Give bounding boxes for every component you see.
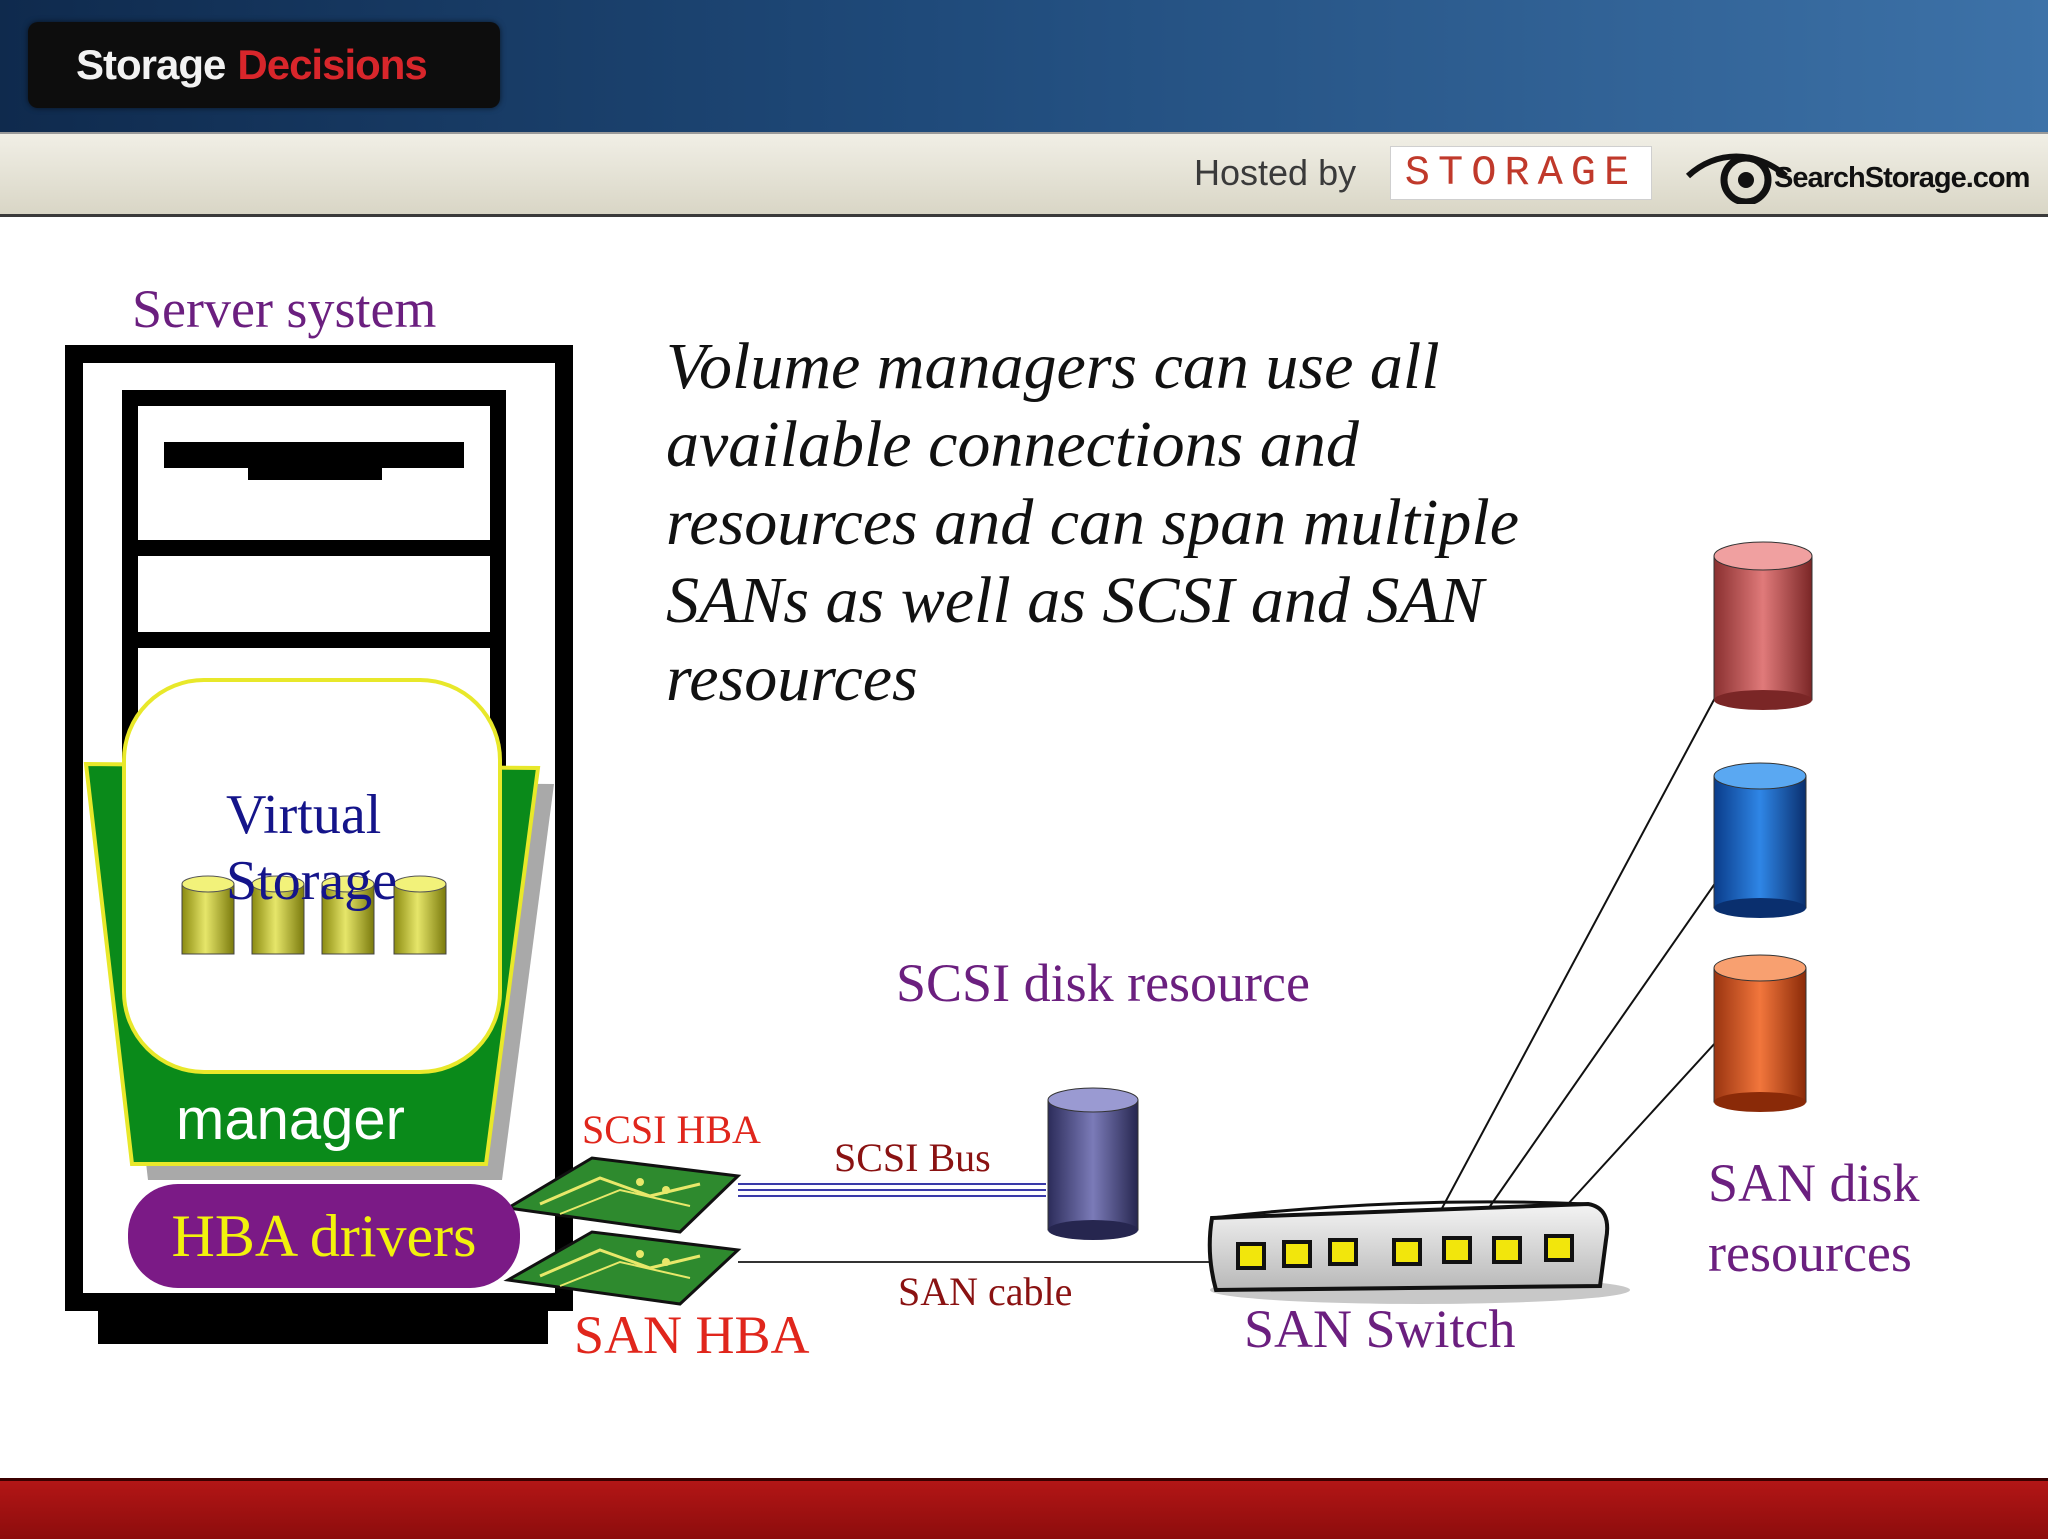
- scsi-bus-label: SCSI Bus: [834, 1135, 991, 1180]
- san-disk-connections: [1439, 695, 1717, 1213]
- san-switch-icon: [1207, 1200, 1630, 1304]
- san-disk-blue-icon: [1713, 762, 1807, 918]
- header-band: Storage Decisions: [0, 0, 2048, 132]
- scsi-hba-card-icon: [503, 1156, 742, 1234]
- scsi-hba-label: SCSI HBA: [582, 1107, 761, 1152]
- logo-word-storage: Storage: [76, 41, 226, 88]
- search-eye-icon: [1686, 153, 1788, 204]
- description-text: Volume managers can use all available co…: [666, 330, 1520, 715]
- san-disk-orange-icon: [1713, 954, 1807, 1112]
- scsi-disk-resource-label: SCSI disk resource: [896, 953, 1310, 1013]
- hosted-band: Hosted by STORAGE SearchStorage.com: [0, 132, 2048, 217]
- san-disk-resources-label: SAN disk resources: [1708, 1153, 1920, 1283]
- virtual-storage-label: Virtual Storage: [226, 784, 398, 912]
- hba-drivers-label: HBA drivers: [128, 1184, 520, 1288]
- volume-manager-shape: [83, 678, 554, 1180]
- scsi-disk-icon: [1047, 1087, 1139, 1240]
- storage-magazine-logo: STORAGE: [1390, 146, 1652, 200]
- hosted-by-label: Hosted by: [1194, 152, 1357, 193]
- server-system-title: Server system: [132, 279, 437, 339]
- manager-label: manager: [176, 1087, 405, 1152]
- san-hba-label: SAN HBA: [574, 1305, 810, 1365]
- footer-band: [0, 1478, 2048, 1539]
- scsi-bus-line: [738, 1183, 1046, 1197]
- searchstorage-logo: SearchStorage.com: [1774, 162, 2030, 194]
- virtual-storage-disks: [181, 875, 447, 955]
- san-cable-label: SAN cable: [898, 1269, 1073, 1314]
- san-disk-red-icon: [1713, 541, 1813, 710]
- san-switch-label: SAN Switch: [1244, 1299, 1516, 1359]
- logo-word-decisions: Decisions: [237, 41, 427, 88]
- storage-decisions-logo: Storage Decisions: [28, 22, 500, 108]
- san-hba-card-icon: [503, 1230, 742, 1306]
